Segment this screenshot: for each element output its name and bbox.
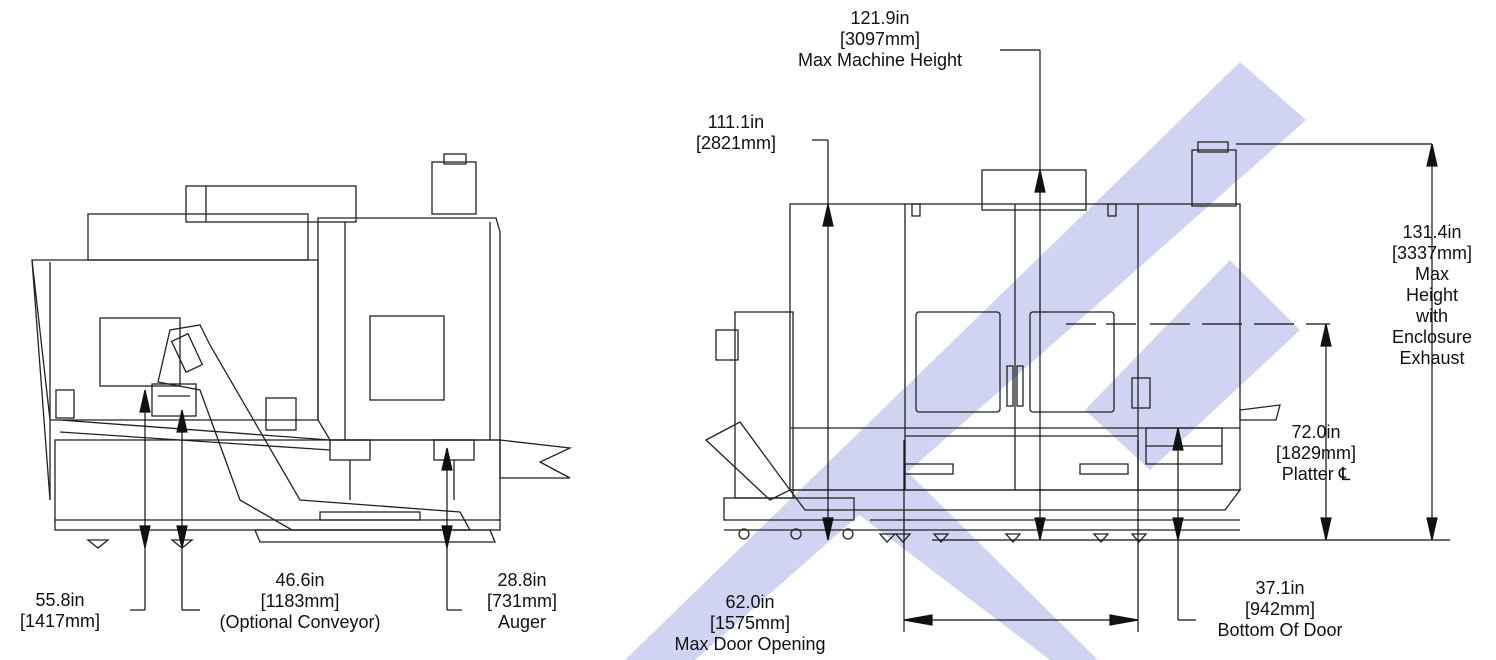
- dim-value: 131.4in: [1402, 222, 1462, 242]
- front-view: [704, 141, 1281, 543]
- dim-metric: [1183mm]: [260, 591, 340, 611]
- dim-note: Auger: [497, 612, 547, 632]
- dim-value: 111.1in: [707, 112, 765, 132]
- dim-metric: [1829mm]: [1275, 443, 1357, 463]
- dim-note: Max Door Opening: [674, 634, 826, 654]
- dim-exhaust-height-label: 131.4in [3337mm] Max Height with Enclosu…: [1372, 222, 1492, 369]
- dim-metric: [1575mm]: [709, 613, 791, 633]
- dim-overall-length-label: 55.8in [1417mm]: [10, 590, 110, 632]
- dim-value: 37.1in: [1255, 578, 1305, 598]
- side-dimension-lines: [130, 389, 462, 611]
- dim-door-height-label: 111.1in [2821mm]: [676, 112, 796, 154]
- dim-note-line: Height: [1405, 285, 1459, 305]
- dim-value: 28.8in: [497, 570, 547, 590]
- dim-conveyor-label: 46.6in [1183mm] (Optional Conveyor): [200, 570, 400, 633]
- front-dimension-lines: [812, 49, 1450, 632]
- dim-note: Max Machine Height: [797, 50, 963, 70]
- dim-metric: [3337mm]: [1391, 243, 1473, 263]
- dim-metric: [3097mm]: [839, 29, 921, 49]
- dim-metric: [942mm]: [1244, 599, 1316, 619]
- dim-platter-label: 72.0in [1829mm] Platter ℄: [1256, 422, 1376, 485]
- dim-value: 46.6in: [275, 570, 325, 590]
- dim-metric: [2821mm]: [695, 133, 777, 153]
- watermark: [625, 62, 1306, 660]
- dim-note: Platter ℄: [1281, 464, 1351, 484]
- dim-value: 72.0in: [1291, 422, 1341, 442]
- dim-note: (Optional Conveyor): [219, 612, 381, 632]
- dim-metric: [731mm]: [486, 591, 558, 611]
- dim-note-line: Exhaust: [1399, 348, 1465, 368]
- dim-door-bottom-label: 37.1in [942mm] Bottom Of Door: [1200, 578, 1360, 641]
- dim-max-height-label: 121.9in [3097mm] Max Machine Height: [760, 8, 1000, 71]
- dim-value: 62.0in: [725, 592, 775, 612]
- dim-value: 55.8in: [35, 590, 85, 610]
- dim-note: Bottom Of Door: [1217, 620, 1343, 640]
- dim-auger-label: 28.8in [731mm] Auger: [472, 570, 572, 633]
- side-view: [31, 153, 573, 549]
- dim-value: 121.9in: [850, 8, 910, 28]
- dim-note-line: Max: [1414, 264, 1449, 284]
- dim-note-line: Enclosure: [1391, 327, 1473, 347]
- dim-metric: [1417mm]: [19, 611, 101, 631]
- dim-door-opening-label: 62.0in [1575mm] Max Door Opening: [660, 592, 840, 655]
- dim-note-line: with: [1415, 306, 1448, 326]
